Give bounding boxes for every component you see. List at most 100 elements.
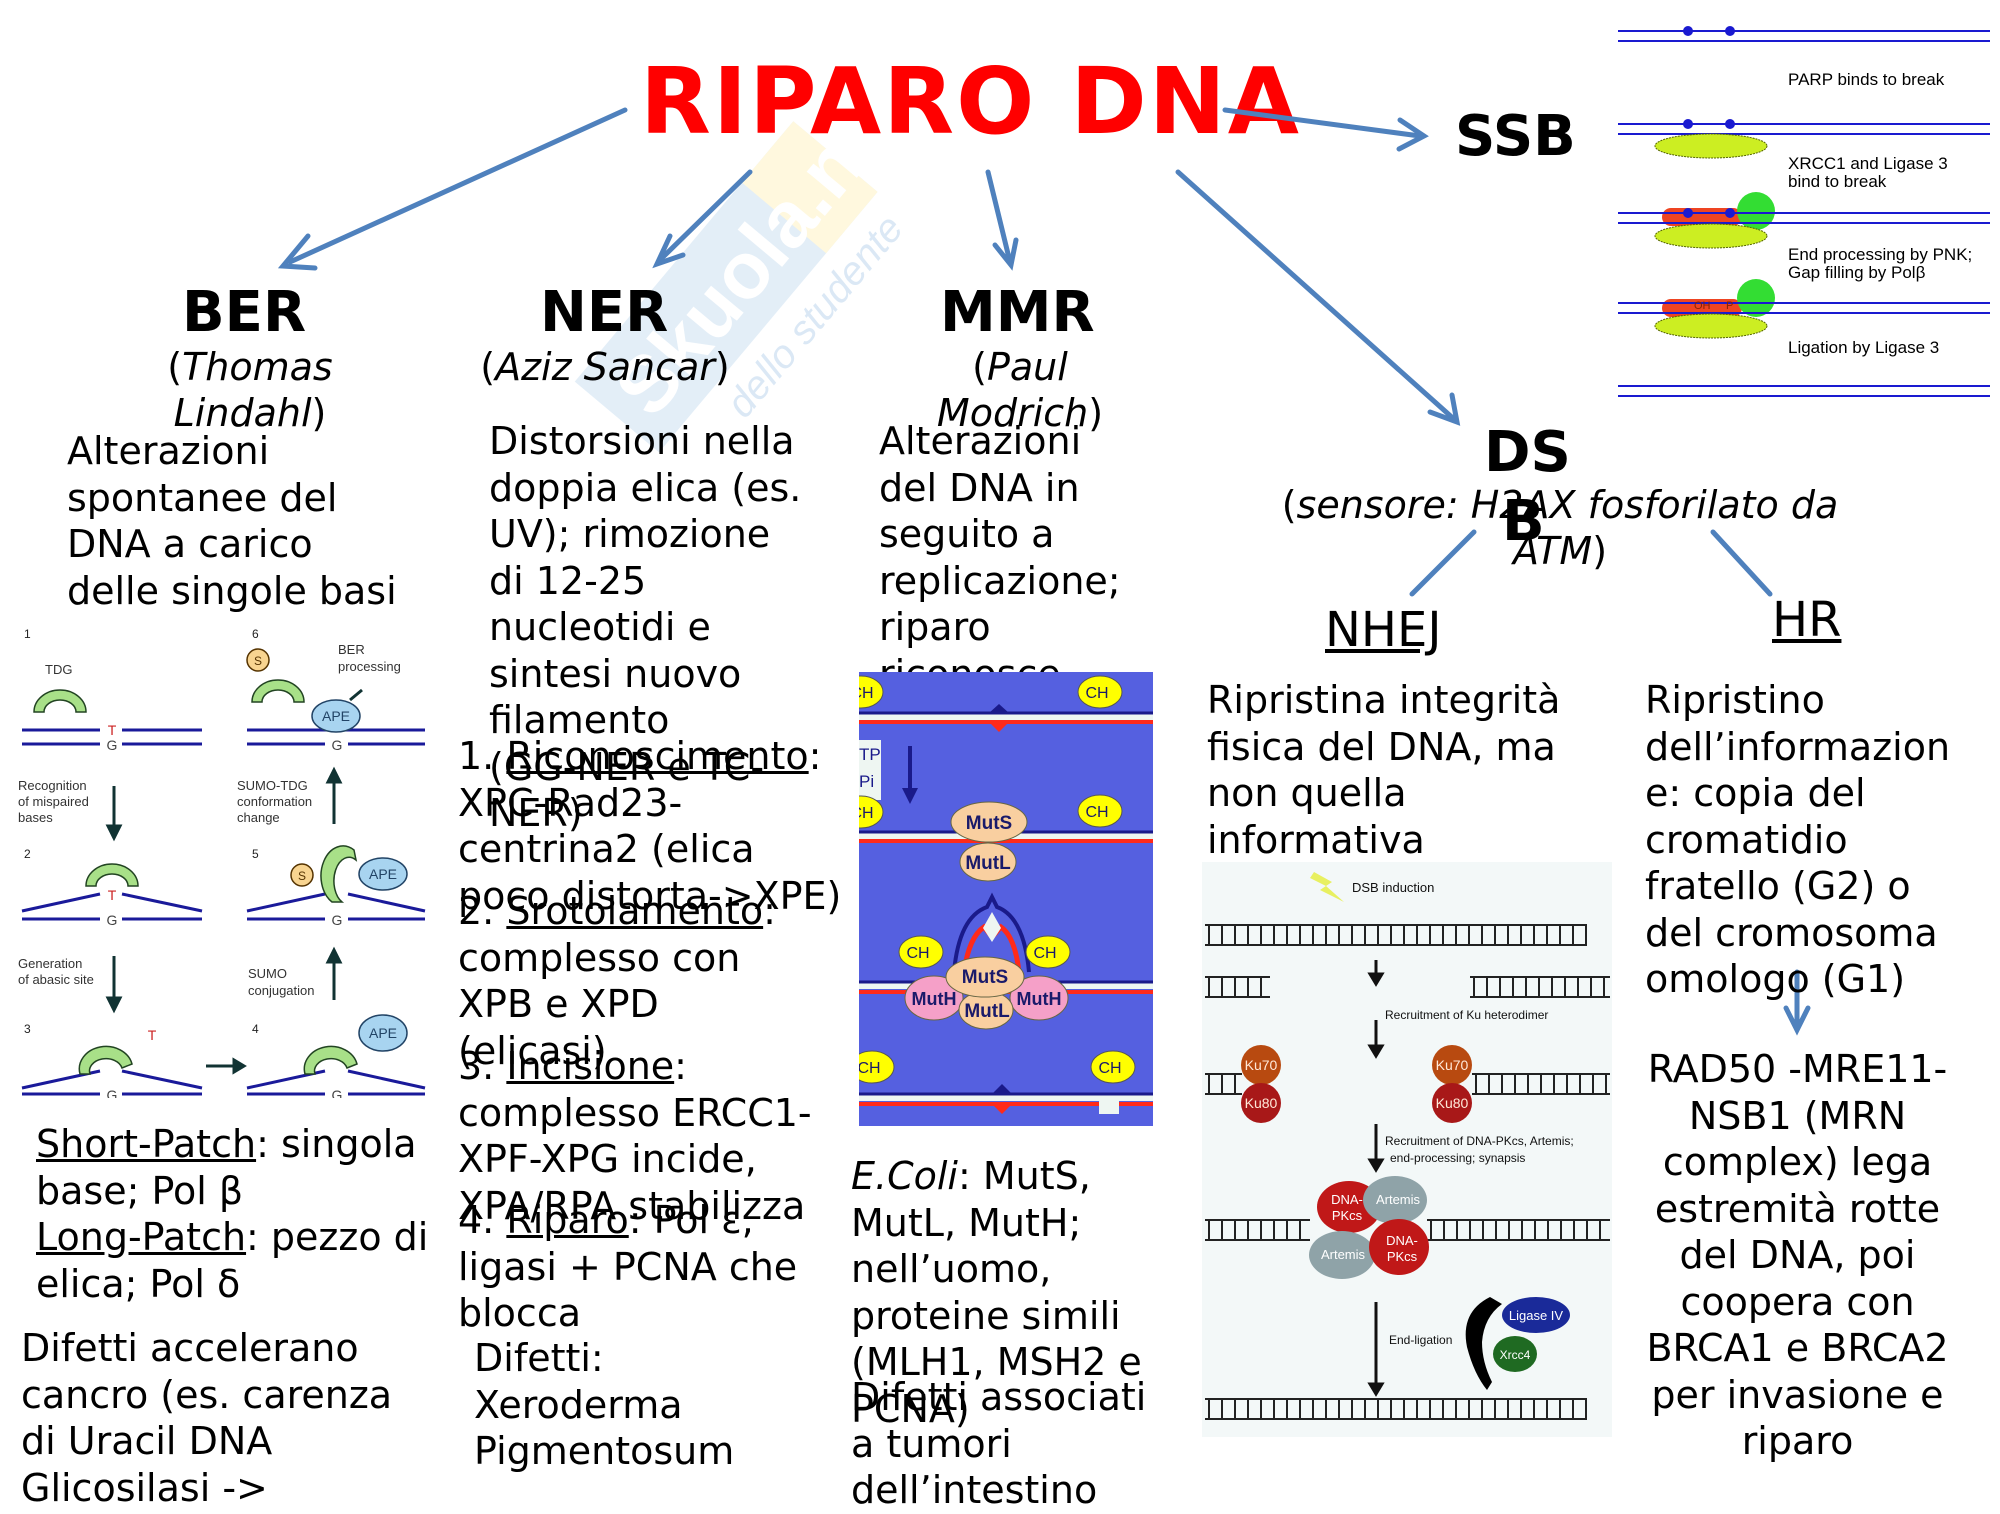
- svg-text:G: G: [332, 912, 343, 928]
- svg-text:G: G: [107, 912, 118, 928]
- dna-ladder-broken-left: [1205, 976, 1270, 998]
- svg-text:MutL: MutL: [964, 1001, 1010, 1022]
- ner-step-1: 1. Riconoscimento: XPC-Rad23- centrina2 …: [458, 734, 842, 918]
- svg-text:Ku70: Ku70: [1436, 1057, 1469, 1073]
- svg-text:APE: APE: [369, 1025, 397, 1041]
- svg-text:G: G: [107, 1087, 118, 1098]
- ner-discoverer: (Aziz Sancar): [480, 345, 730, 389]
- dna-ladder-ku-left: [1205, 1073, 1242, 1095]
- svg-text:processing: processing: [338, 659, 401, 674]
- svg-text:T: T: [108, 722, 117, 738]
- svg-text:end-processing; synapsis: end-processing; synapsis: [1390, 1151, 1525, 1165]
- svg-text:BER: BER: [338, 642, 365, 657]
- svg-text:SUMO-TDG: SUMO-TDG: [237, 778, 308, 793]
- svg-text:SUMO: SUMO: [248, 966, 287, 981]
- atp-box: [859, 740, 881, 800]
- ssb-step-parp: PARP binds to break: [1788, 70, 1945, 89]
- svg-text:Generation: Generation: [18, 956, 82, 971]
- hr-description: Ripristino dell’informazion e: copia del…: [1645, 678, 1951, 1001]
- arrow-to-ber: [277, 107, 628, 271]
- svg-text:CH: CH: [859, 805, 874, 822]
- svg-text:change: change: [237, 810, 280, 825]
- svg-text:APE: APE: [369, 866, 397, 882]
- svg-text:of abasic site: of abasic site: [18, 972, 94, 987]
- svg-text:MutH: MutH: [912, 989, 957, 1009]
- svg-text:G: G: [332, 737, 343, 753]
- hr-mrn-complex: RAD50 -MRE11- NSB1 (MRN complex) lega es…: [1646, 1047, 1949, 1463]
- svg-text:Artemis: Artemis: [1376, 1192, 1421, 1207]
- svg-text:T: T: [148, 1027, 157, 1043]
- svg-text:3: 3: [24, 1022, 31, 1036]
- short-patch-label: Short-Patch: [36, 1122, 257, 1166]
- ner-step-4: 4. Riparo: Pol ε, ligasi + PCNA che bloc…: [458, 1198, 798, 1335]
- svg-text:Ku70: Ku70: [1245, 1057, 1278, 1073]
- svg-text:DNA-: DNA-: [1331, 1192, 1363, 1207]
- ssb-step-polb: Gap filling by Polβ: [1788, 263, 1926, 282]
- svg-text:TP: TP: [859, 745, 881, 764]
- svg-text:CH: CH: [906, 945, 929, 962]
- svg-text:1: 1: [24, 627, 31, 641]
- svg-text:Artemis: Artemis: [1321, 1247, 1366, 1262]
- svg-text:Recognition: Recognition: [18, 778, 87, 793]
- svg-text:G: G: [332, 1087, 343, 1098]
- svg-text:CH: CH: [1098, 1060, 1121, 1077]
- muth-protein-right: [1009, 975, 1069, 1021]
- arrow-to-mmr: [985, 169, 1019, 271]
- long-patch-label: Long-Patch: [36, 1215, 247, 1259]
- svg-text:PKcs: PKcs: [1332, 1208, 1363, 1223]
- curved-arrow-icon: [1465, 1297, 1502, 1390]
- nhej-heading: NHEJ: [1325, 602, 1442, 658]
- ssb-heading: SSB: [1455, 104, 1576, 169]
- dna-ladder-intact: [1205, 924, 1587, 946]
- ssb-step-xrcc1-2: bind to break: [1788, 172, 1887, 191]
- watermark-tagline: dello studente: [718, 207, 912, 426]
- page-title: RIPARO DNA: [640, 48, 1301, 155]
- mutl-protein: [959, 842, 1017, 882]
- sumo-s: [246, 648, 270, 672]
- muth-protein-left: [904, 975, 964, 1021]
- dnapk-artemis-complex: [1309, 1176, 1429, 1279]
- dna-ladder-synapsis-left: [1205, 1219, 1310, 1241]
- svg-text:MutS: MutS: [962, 967, 1008, 988]
- svg-text:DNA-: DNA-: [1386, 1233, 1418, 1248]
- svg-text:CH: CH: [1085, 685, 1108, 702]
- svg-text:PKcs: PKcs: [1387, 1249, 1418, 1264]
- svg-text:Ku80: Ku80: [1245, 1095, 1278, 1111]
- svg-text:MutL: MutL: [965, 853, 1011, 874]
- ner-step-2: 2. Srotolamento: complesso con XPB e XPD…: [458, 889, 776, 1073]
- svg-text:bases: bases: [18, 810, 53, 825]
- svg-text:CH: CH: [859, 1060, 881, 1077]
- svg-text:G: G: [107, 737, 118, 753]
- xrcc1-protein: [1654, 133, 1768, 159]
- svg-text:T: T: [108, 887, 117, 903]
- mmr-heading: MMR: [940, 280, 1095, 345]
- muts-protein: [950, 801, 1028, 843]
- tdg-label: TDG: [45, 662, 72, 677]
- hr-heading: HR: [1772, 592, 1842, 648]
- svg-text:MutS: MutS: [966, 813, 1012, 834]
- ner-step-3: 3. Incisione: complesso ERCC1- XPF-XPG i…: [458, 1044, 812, 1228]
- lightning-icon: [1310, 872, 1344, 902]
- p-label: P: [1726, 300, 1733, 312]
- ssb-diagram: OH P PARP binds to break XRCC1 and Ligas…: [1618, 26, 1990, 397]
- ber-patch-info: Short-Patch: singola base; Pol β Long-Pa…: [36, 1122, 429, 1306]
- nhej-diagram-content: DSB induction Recruitment of Ku heterodi…: [1202, 862, 1612, 1437]
- ku-proteins: [1241, 1045, 1472, 1123]
- ber-discoverer-first: Thomas: [182, 345, 333, 389]
- ner-description: Distorsioni nella doppia elica (es. UV);…: [489, 419, 802, 835]
- arrow-to-dsb: [1175, 169, 1461, 426]
- ssb-step-pnk: End processing by PNK;: [1788, 245, 1972, 264]
- arrow-to-ner: [652, 169, 753, 269]
- dna-ladder-repaired: [1205, 1398, 1587, 1420]
- dsb-heading: DS: [1484, 420, 1571, 485]
- svg-text:4: 4: [252, 1022, 259, 1036]
- svg-text:6: 6: [252, 627, 259, 641]
- svg-text:APE: APE: [322, 708, 350, 724]
- svg-text:2: 2: [24, 847, 31, 861]
- dsb-heading-b: B: [1502, 489, 1545, 554]
- svg-text:Recruitment of DNA-PKcs, Artem: Recruitment of DNA-PKcs, Artemis;: [1385, 1134, 1574, 1148]
- ber-discoverer-last: Lindahl: [173, 391, 312, 435]
- ber-discoverer: (Thomas Lindahl): [167, 345, 333, 435]
- ssb-step-ligation: Ligation by Ligase 3: [1788, 338, 1939, 357]
- ssb-step-xrcc1: XRCC1 and Ligase 3: [1788, 154, 1948, 173]
